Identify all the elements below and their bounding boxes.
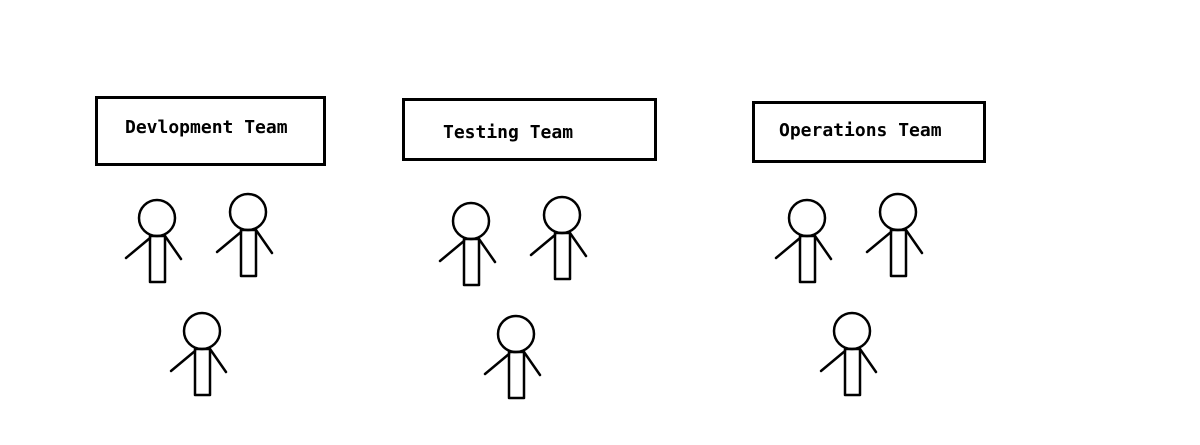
person-right-arm <box>477 237 497 264</box>
person-head <box>878 192 918 232</box>
operations-team-member-1-person-icon <box>774 198 833 284</box>
testing-team-member-1-person-icon <box>438 201 497 287</box>
person-left-arm <box>774 236 802 260</box>
person-right-arm <box>813 234 833 261</box>
development-team-member-2-person-icon <box>215 192 274 278</box>
testing-team-member-3-person-icon <box>483 314 542 400</box>
development-team-label: Devlopment Team <box>125 117 288 138</box>
development-team-member-3-person-icon <box>169 311 228 397</box>
development-team-box: Devlopment Team <box>95 96 326 166</box>
person-left-arm <box>819 349 847 373</box>
person-body <box>148 234 167 284</box>
person-head <box>137 198 177 238</box>
person-body <box>889 228 908 278</box>
person-right-arm <box>208 347 228 374</box>
person-body <box>193 347 212 397</box>
person-left-arm <box>169 349 197 373</box>
person-head <box>228 192 268 232</box>
person-right-arm <box>254 228 274 255</box>
person-left-arm <box>124 236 152 260</box>
operations-team-label: Operations Team <box>779 120 942 141</box>
person-head <box>832 311 872 351</box>
person-head <box>787 198 827 238</box>
person-right-arm <box>568 231 588 258</box>
person-head <box>496 314 536 354</box>
person-right-arm <box>522 350 542 377</box>
person-left-arm <box>438 239 466 263</box>
person-body <box>507 350 526 400</box>
person-body <box>239 228 258 278</box>
testing-team-member-2-person-icon <box>529 195 588 281</box>
operations-team-member-3-person-icon <box>819 311 878 397</box>
person-left-arm <box>215 230 243 254</box>
person-body <box>553 231 572 281</box>
operations-team-member-2-person-icon <box>865 192 924 278</box>
person-body <box>798 234 817 284</box>
person-head <box>182 311 222 351</box>
person-head <box>451 201 491 241</box>
person-right-arm <box>904 228 924 255</box>
person-body <box>843 347 862 397</box>
development-team-member-1-person-icon <box>124 198 183 284</box>
person-left-arm <box>865 230 893 254</box>
testing-team-box: Testing Team <box>402 98 657 161</box>
person-left-arm <box>483 352 511 376</box>
operations-team-box: Operations Team <box>752 101 986 163</box>
person-body <box>462 237 481 287</box>
person-right-arm <box>163 234 183 261</box>
person-left-arm <box>529 233 557 257</box>
person-right-arm <box>858 347 878 374</box>
testing-team-label: Testing Team <box>443 122 574 143</box>
person-head <box>542 195 582 235</box>
